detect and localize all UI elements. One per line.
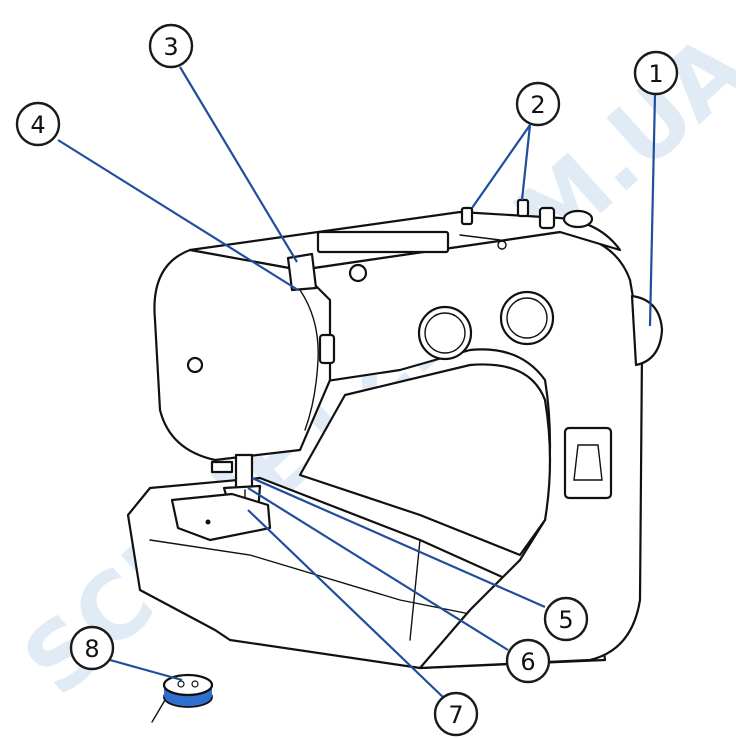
callout-1-number: 1: [648, 60, 663, 88]
callout-7-number: 7: [448, 701, 463, 729]
leader-2b: [520, 124, 532, 201]
leader-lines: [57, 66, 657, 701]
leader-7: [247, 509, 447, 701]
winder-stop: [562, 209, 594, 229]
callout-8: 8: [69, 625, 115, 671]
callout-3: 3: [148, 23, 194, 69]
reverse-lever: [563, 426, 613, 500]
bobbin-winder: [538, 206, 556, 230]
leader-3: [179, 66, 298, 263]
needle-plate: [170, 492, 272, 542]
callout-6: 6: [505, 638, 551, 684]
callout-5: 5: [543, 596, 589, 642]
take-up-lever: [286, 252, 318, 292]
leader-4: [57, 139, 299, 291]
callout-8-number: 8: [84, 635, 99, 663]
callout-1: 1: [633, 50, 679, 96]
thread-guide: [318, 333, 336, 365]
stitch-dial-right: [499, 290, 555, 346]
leader-6: [247, 487, 509, 651]
handwheel: [630, 294, 664, 367]
callout-2: 2: [515, 81, 561, 127]
top-cover: [316, 230, 450, 254]
tension-knob: [348, 263, 368, 283]
leader-8: [109, 658, 183, 682]
callout-3-number: 3: [163, 33, 178, 61]
callout-4-number: 4: [30, 111, 45, 139]
callout-6-number: 6: [520, 648, 535, 676]
machine-body: [298, 230, 644, 670]
spool-pin-left: [460, 206, 474, 226]
machine-head: [153, 248, 332, 462]
bobbin: [151, 673, 214, 723]
needle-bar: [234, 453, 254, 492]
face-plate-screw: [186, 356, 204, 374]
arm-opening: [298, 363, 552, 557]
callout-2-number: 2: [530, 91, 545, 119]
leader-1: [648, 93, 657, 327]
leader-2a: [471, 124, 531, 209]
callout-4: 4: [15, 101, 61, 147]
callout-5-number: 5: [558, 606, 573, 634]
spool-pin-right: [516, 198, 530, 218]
callout-7: 7: [433, 691, 479, 737]
stitch-dial-left: [417, 305, 473, 361]
sewing-machine-illustration: [126, 198, 664, 670]
leader-5: [251, 476, 546, 609]
